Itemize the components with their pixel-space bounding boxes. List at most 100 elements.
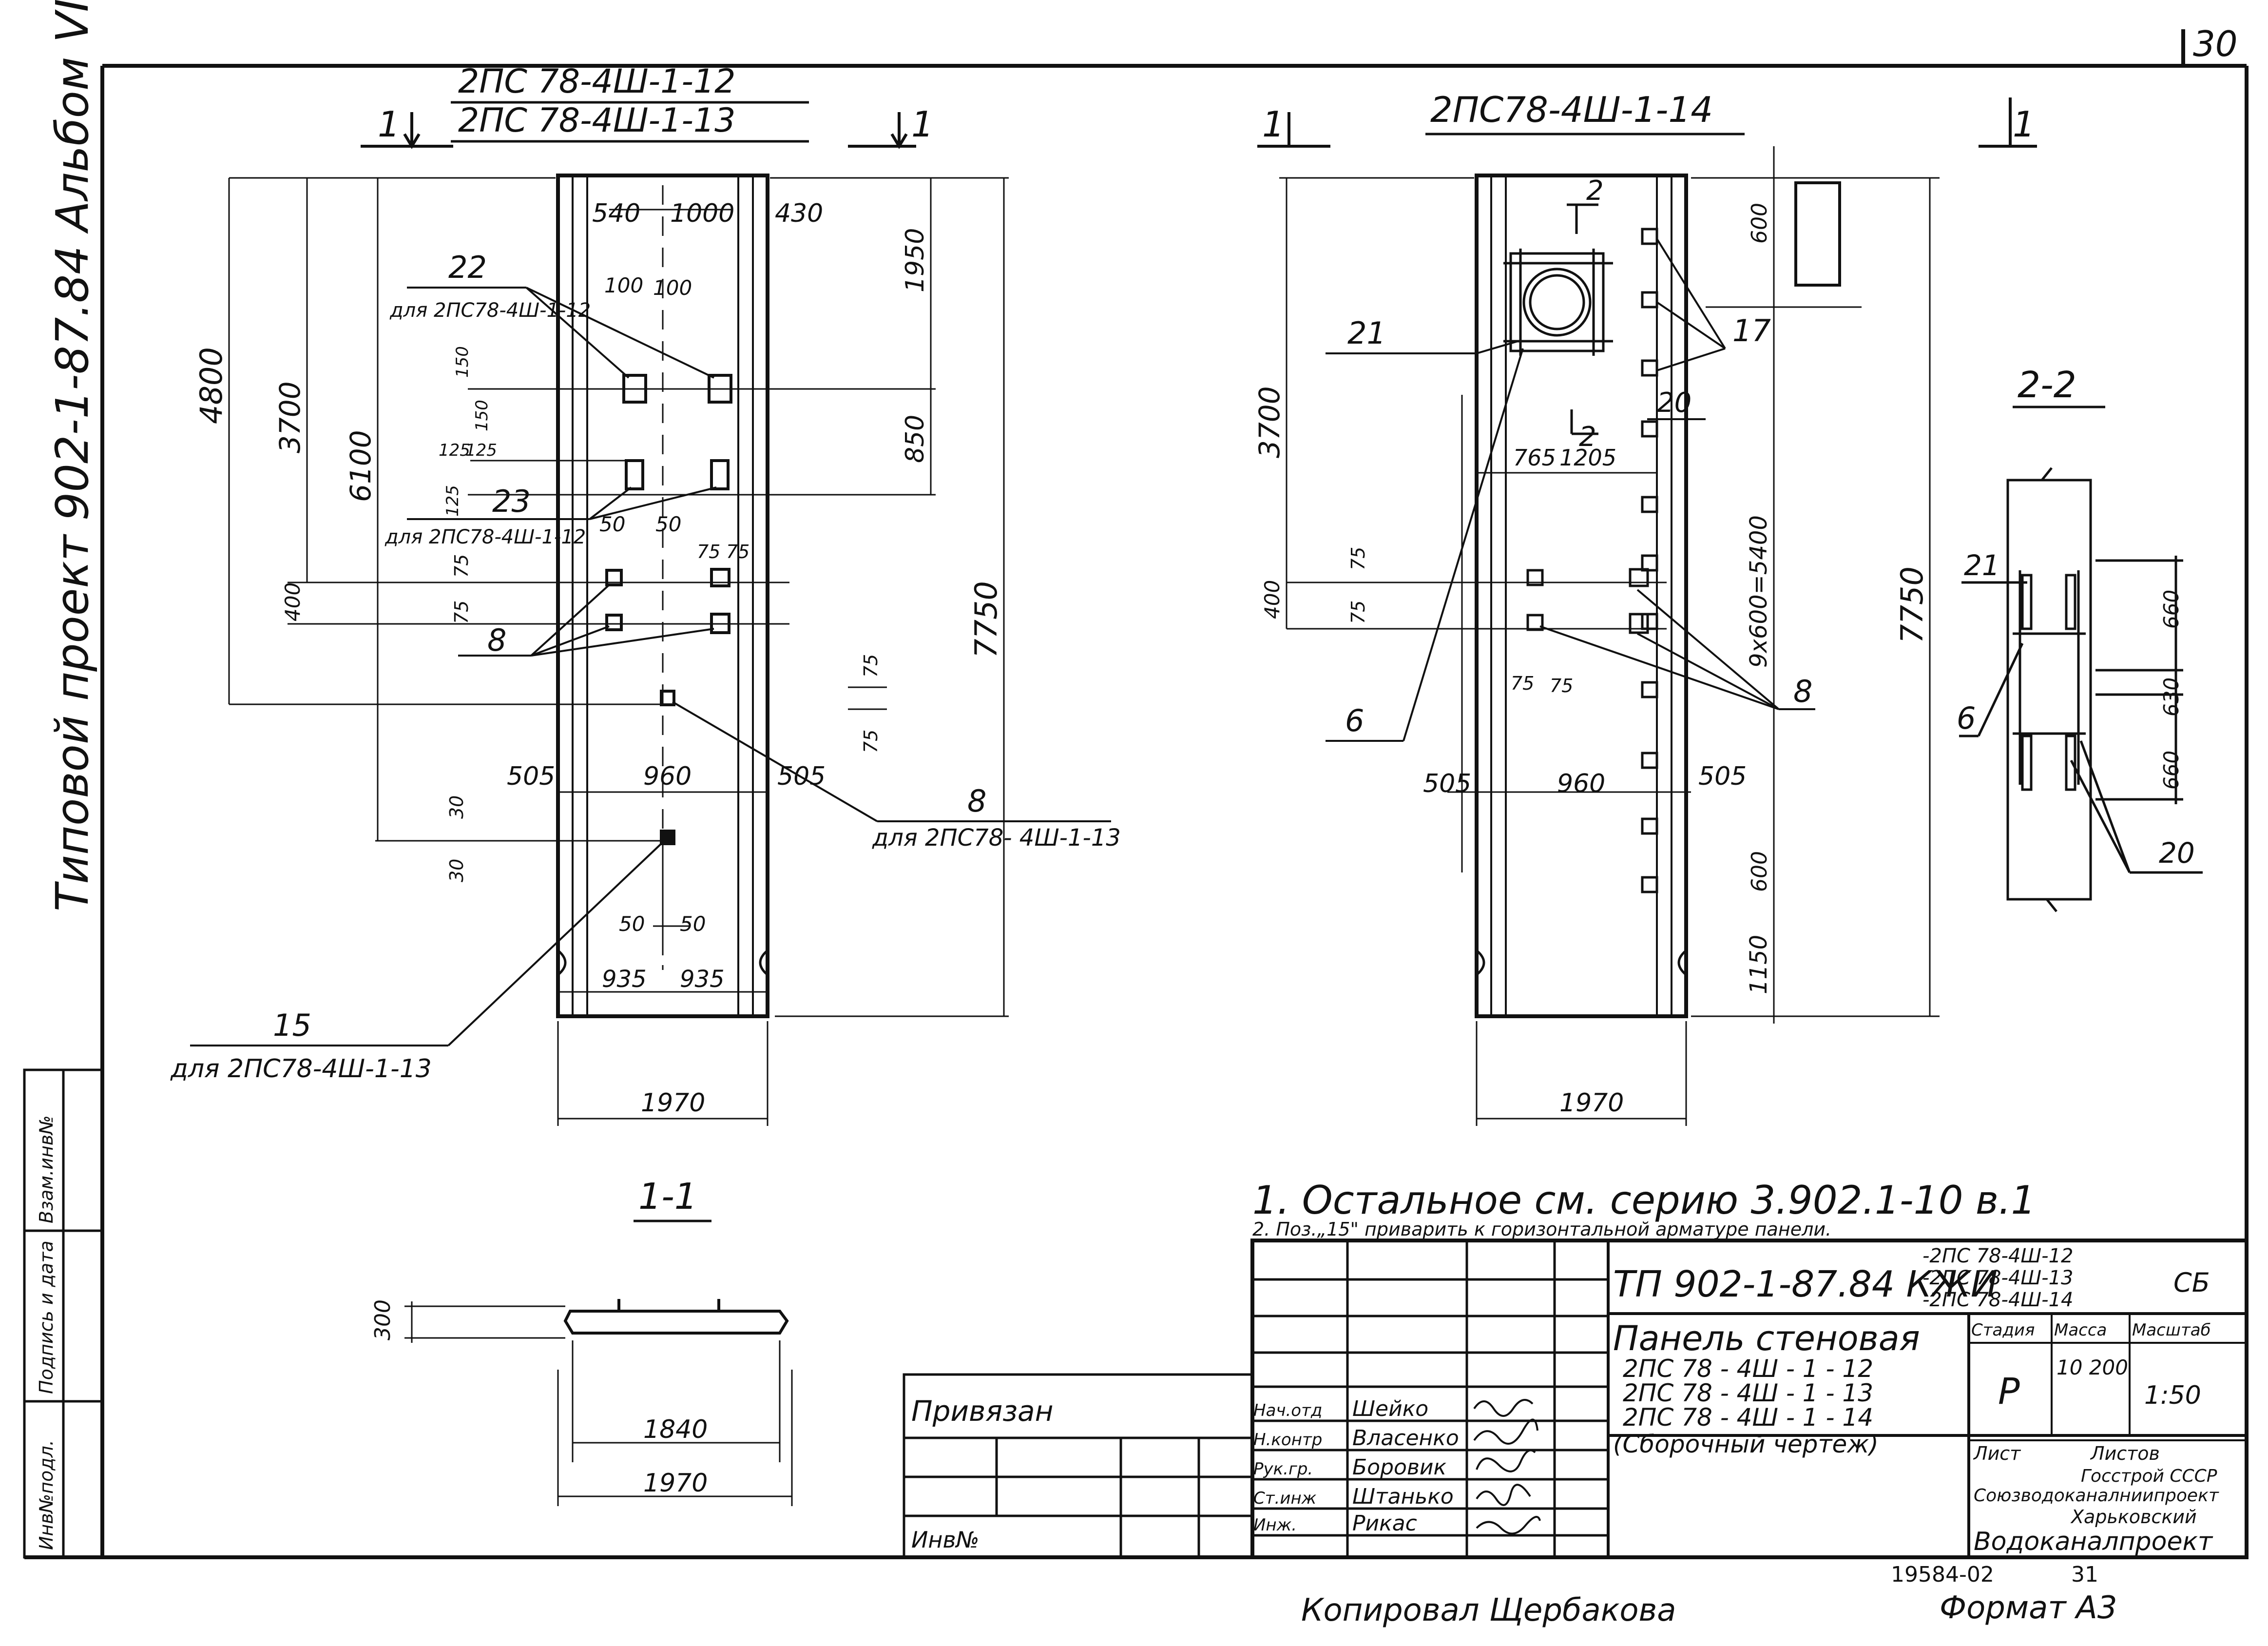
tb-col-scale: Масштаб: [2132, 1320, 2211, 1340]
sec22-dim-660a: 660: [2159, 590, 2183, 629]
left-stamp: [23, 1068, 104, 1559]
r-dim-75a: 75: [1347, 547, 1369, 570]
sec11-title: 1-1: [638, 1176, 697, 1218]
left-view-title-2: 2ПС 78-4Ш-1-13: [458, 101, 735, 140]
dim-100a: 100: [604, 273, 643, 297]
dim-125c: 125: [443, 485, 462, 517]
tb-mark-3: -2ПС 78-4Ш-14: [1922, 1289, 2074, 1311]
tb-col-mass: Масса: [2054, 1320, 2107, 1340]
dim-50d: 50: [680, 912, 706, 936]
dim-125a: 125: [439, 441, 470, 460]
tb-mark-1: -2ПС 78-4Ш-12: [1922, 1245, 2074, 1267]
tb-mark-2: -2ПС 78-4Ш-13: [1922, 1267, 2074, 1289]
left-callout-lines: [190, 287, 1111, 1046]
sec22-dim-630: 630: [2159, 678, 2183, 716]
dim-3700: 3700: [273, 381, 307, 453]
r-dim-600a: 600: [1747, 203, 1772, 244]
dim-100b: 100: [653, 276, 692, 300]
r-cut2-top: 2: [1586, 175, 1604, 207]
callout-8a: 8: [487, 622, 506, 658]
tb-name-4: 2ПС 78 - 4Ш - 1 - 14: [1623, 1403, 1873, 1432]
tb-mass: 10 200: [2057, 1356, 2128, 1379]
callout-15-note: для 2ПС78-4Ш-1-13: [170, 1054, 432, 1084]
dim-935a: 935: [602, 966, 647, 993]
tb-org-4: Водоканалпроект: [1974, 1527, 2213, 1556]
dim-935b: 935: [680, 966, 725, 993]
tb-name-2: 2ПС 78 - 4Ш - 1 - 12: [1623, 1355, 1873, 1383]
left-cut-label-b: 1: [911, 104, 934, 145]
dim-50b: 50: [655, 512, 681, 536]
r-dim-505b: 505: [1698, 762, 1747, 791]
left-dimension-lines: [228, 177, 1009, 1126]
stamp-replace-label: Взам.инв№: [36, 1115, 57, 1223]
callout-15: 15: [273, 1007, 311, 1043]
left-cut-mark: [361, 112, 916, 149]
callout-22-note: для 2ПС78-4Ш-1-12: [389, 299, 591, 322]
tb-name-p5: Рикас: [1352, 1511, 1417, 1536]
r-callout-21: 21: [1347, 315, 1386, 351]
tb-role-2: Н.контр: [1253, 1430, 1322, 1450]
tb-role-1: Нач.отд: [1253, 1401, 1322, 1420]
dim-7750: 7750: [968, 581, 1004, 658]
r-dim-400: 400: [1260, 580, 1284, 619]
callout-8b: 8: [967, 783, 986, 819]
binding-label: Привязан: [911, 1394, 1054, 1428]
r-dim-75b: 75: [1347, 600, 1369, 624]
dim-150b: 150: [472, 400, 492, 431]
tb-code: ТП 902-1-87.84 КЖИ: [1613, 1263, 1998, 1305]
tb-name-p4: Штанько: [1352, 1484, 1454, 1509]
dim-75e: 75: [860, 654, 882, 678]
tb-sheets-label: Листов: [2090, 1443, 2160, 1464]
r-dim-3700: 3700: [1253, 386, 1286, 458]
dim-4800: 4800: [193, 347, 229, 424]
stamp-inv-label: Инв№подл.: [36, 1440, 57, 1550]
r-callout-6: 6: [1345, 703, 1364, 738]
r-callout-8: 8: [1793, 674, 1812, 709]
dim-75a: 75: [697, 541, 720, 562]
dim-960: 960: [643, 762, 692, 791]
signatures: [1473, 1399, 1541, 1535]
dim-6100: 6100: [344, 430, 377, 502]
tb-col-stage: Стадия: [1971, 1320, 2035, 1340]
right-cut-label-b: 1: [2013, 104, 2035, 145]
dim-1000: 1000: [670, 199, 734, 228]
dim-540: 540: [592, 199, 640, 228]
right-dimension-lines: [1279, 146, 1940, 1126]
right-cut-mark: [1257, 97, 2037, 148]
r-dim-75c: 75: [1511, 673, 1534, 694]
sec22-callout-6: 6: [1957, 700, 1976, 736]
r-dim-75d: 75: [1550, 675, 1573, 697]
right-view-title: 2ПС78-4Ш-1-14: [1430, 89, 1713, 130]
r-dim-960: 960: [1557, 769, 1605, 798]
r-dim-765: 765: [1513, 445, 1556, 471]
callout-8b-note: для 2ПС78- 4Ш-1-13: [872, 824, 1121, 852]
dim-430: 430: [775, 199, 823, 228]
dim-50c: 50: [619, 912, 645, 936]
dim-30b: 30: [446, 859, 467, 882]
dim-75c: 75: [451, 554, 472, 578]
tb-name-1: Панель стеновая: [1613, 1318, 1920, 1358]
tb-doc-code: СБ: [2173, 1267, 2210, 1298]
r-callout-20: 20: [1657, 387, 1691, 419]
left-view-title-1: 2ПС 78-4Ш-1-12: [458, 62, 735, 101]
tb-sheet-label: Лист: [1973, 1443, 2021, 1464]
right-view: 2ПС78-4Ш-1-14 1 1: [1253, 89, 2037, 1126]
archive-no: 19584-02: [1891, 1562, 1994, 1587]
tb-scale: 1:50: [2144, 1381, 2201, 1410]
left-embedded-parts: [605, 374, 732, 845]
dim-125b: 125: [465, 441, 497, 460]
copied-by: Копировал Щербакова: [1301, 1592, 1676, 1628]
right-cut-label-a: 1: [1262, 104, 1285, 145]
sheet-number: 30: [2193, 23, 2238, 64]
dim-75b: 75: [726, 541, 750, 562]
right-side-ties: [1526, 228, 1658, 893]
r-cut2-bottom: 2: [1579, 421, 1596, 453]
left-view: 2ПС 78-4Ш-1-12 2ПС 78-4Ш-1-13 1 1: [170, 62, 1121, 1126]
dim-850: 850: [901, 415, 930, 463]
r-dim-1970: 1970: [1559, 1088, 1624, 1118]
section-1-1: 1-1 300 1840 1970: [370, 1176, 793, 1506]
note-1: 1. Остальное см. серию 3.902.1-10 в.1: [1252, 1178, 2036, 1223]
format-label: Формат А3: [1940, 1590, 2117, 1626]
dim-1970: 1970: [641, 1088, 705, 1118]
